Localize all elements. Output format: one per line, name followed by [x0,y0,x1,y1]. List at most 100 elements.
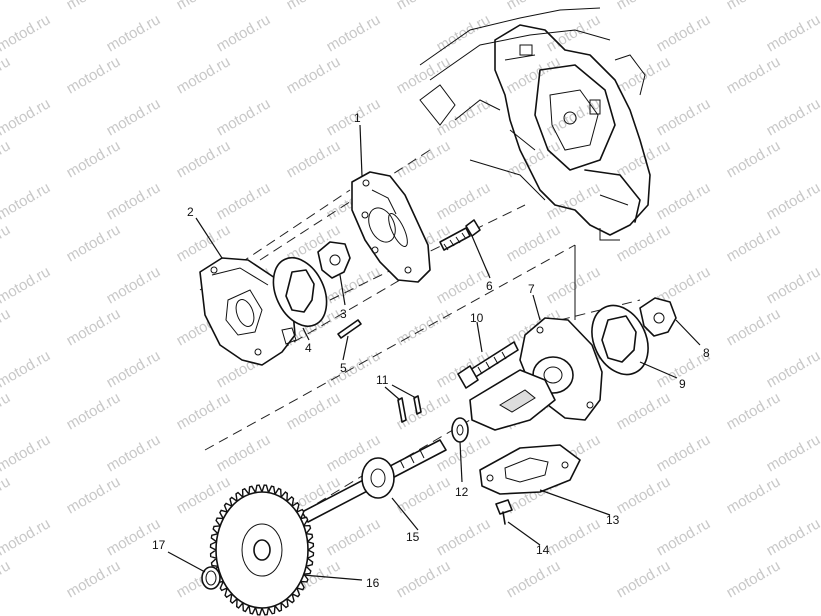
watermark-text: motod.ru [724,389,784,433]
watermark-text: motod.ru [504,221,564,265]
callout-7: 7 [528,282,535,296]
callout-16: 16 [366,576,380,590]
callout-9: 9 [679,377,686,391]
watermark-text: motod.ru [614,557,674,601]
watermark-text: motod.ru [764,95,821,139]
watermark-text: motod.ru [764,263,821,307]
callout-10: 10 [470,311,484,325]
screw-14-part [495,499,513,525]
watermark-text: motod.ru [174,0,234,13]
watermark-text: motod.ru [64,557,124,601]
watermark-text: motod.ru [0,557,13,601]
watermark-text: motod.ru [64,0,124,13]
watermark-text: motod.ru [0,515,53,559]
watermark-text: motod.ru [614,0,674,13]
watermark-text: motod.ru [394,557,454,601]
inner-rotor-3-part [317,241,351,279]
watermark-text: motod.ru [0,0,13,13]
watermark-text: motod.ru [214,95,274,139]
watermark-text: motod.ru [0,347,53,391]
watermark-text: motod.ru [0,95,53,139]
watermark-text: motod.ru [434,515,494,559]
callout-17: 17 [152,538,166,552]
watermark-text: motod.ru [174,53,234,97]
watermark-text: motod.ru [614,389,674,433]
watermark-text: motod.ru [64,137,124,181]
watermark-text: motod.ru [0,179,53,223]
watermark-text: motod.ru [724,221,784,265]
watermark-text: motod.ru [174,389,234,433]
watermark-text: motod.ru [64,389,124,433]
callout-3: 3 [340,307,347,321]
watermark-text: motod.ru [0,305,13,349]
bolt-10-part [457,341,519,389]
watermark-text: motod.ru [764,515,821,559]
watermark-text: motod.ru [764,11,821,55]
watermark-text: motod.ru [724,305,784,349]
watermark-text: motod.ru [504,53,564,97]
watermark-text: motod.ru [0,53,13,97]
pins-11-part [397,395,422,423]
watermark-text: motod.ru [64,473,124,517]
watermark-text: motod.ru [0,473,13,517]
watermark-text: motod.ru [284,0,344,13]
watermark-text: motod.ru [104,179,164,223]
watermark-text: motod.ru [654,11,714,55]
pin-5-part [337,319,362,339]
watermark-text: motod.ru [284,53,344,97]
pump-plate-part [351,171,431,283]
watermark-text: motod.ru [324,347,384,391]
watermark-text: motod.ru [214,179,274,223]
watermark-text: motod.ru [724,137,784,181]
watermark-text: motod.ru [324,11,384,55]
watermark-text: motod.ru [724,0,784,13]
watermark-text: motod.ru [544,179,604,223]
callout-13: 13 [606,513,620,527]
watermark-text: motod.ru [104,347,164,391]
callout-12: 12 [455,485,469,499]
watermark-text: motod.ru [614,221,674,265]
leader-lines [167,124,701,581]
watermark-text: motod.ru [724,53,784,97]
watermark-text: motod.ru [0,431,53,475]
watermark-text: motod.ru [654,95,714,139]
watermark-text: motod.ru [724,557,784,601]
callout-4: 4 [305,341,312,355]
watermark-text: motod.ru [104,431,164,475]
callout-15: 15 [406,530,420,544]
watermark-text: motod.ru [394,305,454,349]
callout-8: 8 [703,346,710,360]
watermark-text: motod.ru [544,263,604,307]
watermark-text: motod.ru [434,179,494,223]
watermark-text: motod.ru [764,347,821,391]
cover-plate-13-part [479,444,581,495]
callout-6: 6 [486,279,493,293]
pump-housing-part [199,257,297,366]
watermark-text: motod.ru [64,305,124,349]
pump-cover-7-part [469,317,603,431]
watermark-text: motod.ru [504,557,564,601]
watermark-text: motod.ru [504,137,564,181]
callout-14: 14 [536,543,550,557]
watermark-text: motod.ru [764,431,821,475]
watermark-text: motod.ru [64,53,124,97]
watermark-text: motod.ru [284,389,344,433]
watermark-text: motod.ru [214,11,274,55]
outer-rotor-4-part [272,257,328,327]
seal-ring-17-part [201,566,221,590]
outer-rotor-9-part [591,304,649,376]
watermark-text: motod.ru [764,179,821,223]
watermark-text: motod.ru [434,263,494,307]
watermark-text: motod.ru [394,0,454,13]
watermark-text: motod.ru [0,11,53,55]
watermark-text: motod.ru [284,137,344,181]
crankcase-outline [419,7,651,241]
watermark-text: motod.ru [654,179,714,223]
watermark-text: motod.ru [394,137,454,181]
callout-2: 2 [187,205,194,219]
watermark-text: motod.ru [104,263,164,307]
watermark-text: motod.ru [104,11,164,55]
callout-5: 5 [340,361,347,375]
